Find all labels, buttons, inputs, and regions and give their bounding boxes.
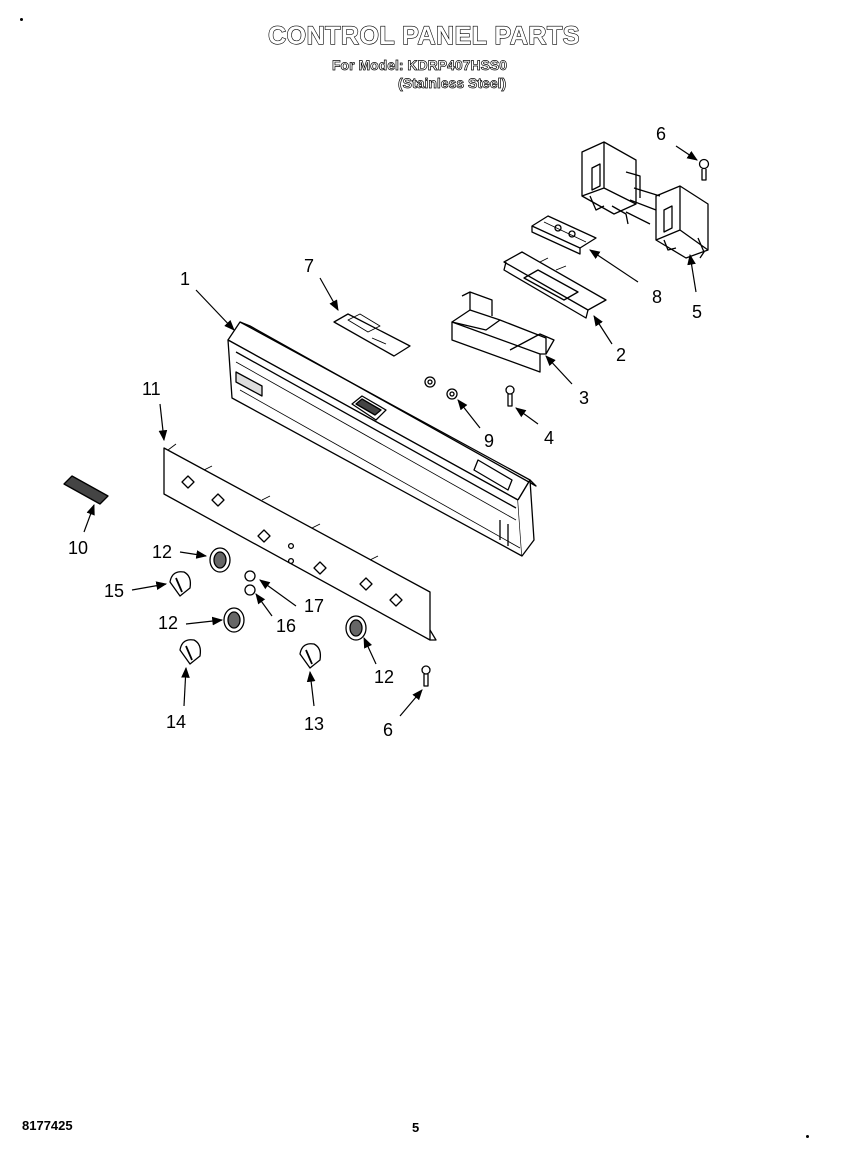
callout-10: 10 xyxy=(68,538,88,558)
callout-3: 3 xyxy=(579,388,589,408)
board-bracket xyxy=(503,251,607,319)
callout-6-top: 6 xyxy=(656,124,666,144)
page-title: CONTROL PANEL PARTS xyxy=(267,21,580,50)
callout-5: 5 xyxy=(692,302,702,322)
callout-12-right: 12 xyxy=(374,667,394,687)
document-number: 8177425 xyxy=(22,1118,73,1133)
switch-modules xyxy=(581,141,709,259)
model-finish: (Stainless Steel) xyxy=(398,75,507,92)
callout-14: 14 xyxy=(166,712,186,732)
screw-top xyxy=(698,158,710,181)
callout-15: 15 xyxy=(104,581,124,601)
callout-7: 7 xyxy=(304,256,314,276)
callout-4: 4 xyxy=(544,428,554,448)
callout-2: 2 xyxy=(616,345,626,365)
knob-bezels xyxy=(209,547,367,641)
logo-badge xyxy=(63,475,109,505)
model-number: For Model: KDRP407HSS0 xyxy=(332,57,508,74)
callout-12-top: 12 xyxy=(152,542,172,562)
screw-bottom xyxy=(421,665,431,687)
backing-panel xyxy=(163,443,437,641)
corner-mark xyxy=(20,18,23,21)
callout-1: 1 xyxy=(180,269,190,289)
switch-plate xyxy=(333,313,411,357)
callout-16: 16 xyxy=(276,616,296,636)
callout-numbers: 1 7 6 8 5 2 3 4 9 11 10 12 15 17 16 12 1… xyxy=(68,124,702,740)
callout-11: 11 xyxy=(142,379,161,399)
control-knobs xyxy=(169,571,322,669)
screw-4 xyxy=(505,385,515,407)
callout-13: 13 xyxy=(304,714,324,734)
mounting-bracket xyxy=(451,291,555,373)
leader-lines xyxy=(83,145,698,717)
callout-12-middle: 12 xyxy=(158,613,178,633)
callout-6-bottom: 6 xyxy=(383,720,393,740)
callout-8: 8 xyxy=(652,287,662,307)
control-panel-console xyxy=(227,321,537,557)
corner-mark xyxy=(806,1135,809,1138)
display-board xyxy=(531,215,597,255)
nuts xyxy=(424,376,458,400)
callout-9: 9 xyxy=(484,431,494,451)
small-buttons xyxy=(244,570,256,596)
callout-17: 17 xyxy=(304,596,324,616)
page-number: 5 xyxy=(412,1120,420,1135)
